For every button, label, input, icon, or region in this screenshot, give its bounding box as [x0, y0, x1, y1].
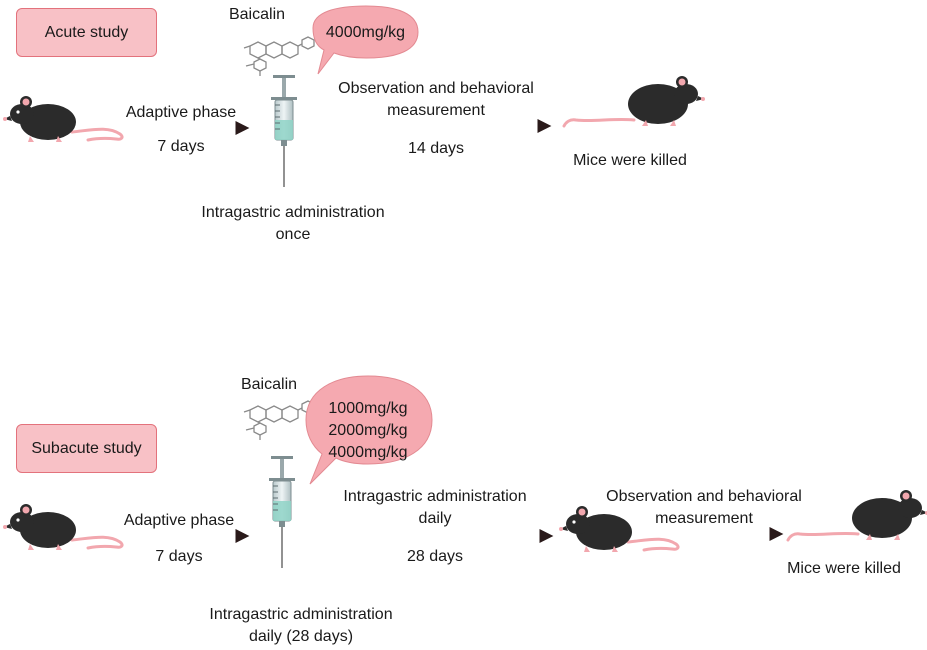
subacute-phase2-duration: 28 days [406, 548, 464, 565]
subacute-phase3-label-line1: Observation and behavioral [606, 488, 802, 505]
syringe-icon-subacute [268, 455, 296, 569]
mouse-start-acute [1, 94, 124, 144]
subacute-dose-2: 2000mg/kg [328, 422, 408, 439]
subacute-administration-line2: daily (28 days) [248, 628, 354, 645]
baicalin-molecule-icon-subacute [243, 400, 315, 441]
acute-phase2-duration: 14 days [407, 140, 465, 157]
mouse-end-subacute [786, 490, 927, 542]
subacute-endpoint: Mice were killed [787, 560, 901, 577]
acute-administration-line2: once [275, 226, 311, 243]
subacute-dose-3: 4000mg/kg [328, 444, 408, 461]
subacute-phase2-label-line2: daily [418, 510, 452, 527]
dose-bubble-acute [312, 5, 419, 75]
syringe-icon-acute [270, 74, 298, 188]
mouse-start-subacute [1, 502, 124, 552]
acute-endpoint: Mice were killed [573, 152, 687, 169]
subacute-dose-1: 1000mg/kg [328, 400, 408, 417]
acute-dose-1: 4000mg/kg [325, 24, 406, 41]
dose-bubble-subacute [305, 375, 433, 485]
acute-study-label: Acute study [16, 8, 157, 57]
acute-phase2-label-line2: measurement [387, 102, 485, 119]
acute-compound-name: Baicalin [228, 6, 286, 23]
subacute-phase1-label: Adaptive phase [123, 512, 235, 529]
subacute-study-label: Subacute study [16, 424, 157, 473]
subacute-phase2-label-line1: Intragastric administration [343, 488, 527, 505]
baicalin-molecule-icon-acute [243, 36, 315, 77]
acute-phase2-label-line1: Observation and behavioral [338, 80, 534, 97]
subacute-phase1-duration: 7 days [155, 548, 203, 565]
acute-phase1-label: Adaptive phase [125, 104, 237, 121]
mouse-end-acute [562, 76, 705, 128]
subacute-phase3-label-line2: measurement [655, 510, 753, 527]
subacute-compound-name: Baicalin [240, 376, 298, 393]
acute-administration-line1: Intragastric administration [201, 204, 385, 221]
subacute-administration-line1: Intragastric administration [209, 606, 393, 623]
acute-phase1-duration: 7 days [157, 138, 205, 155]
